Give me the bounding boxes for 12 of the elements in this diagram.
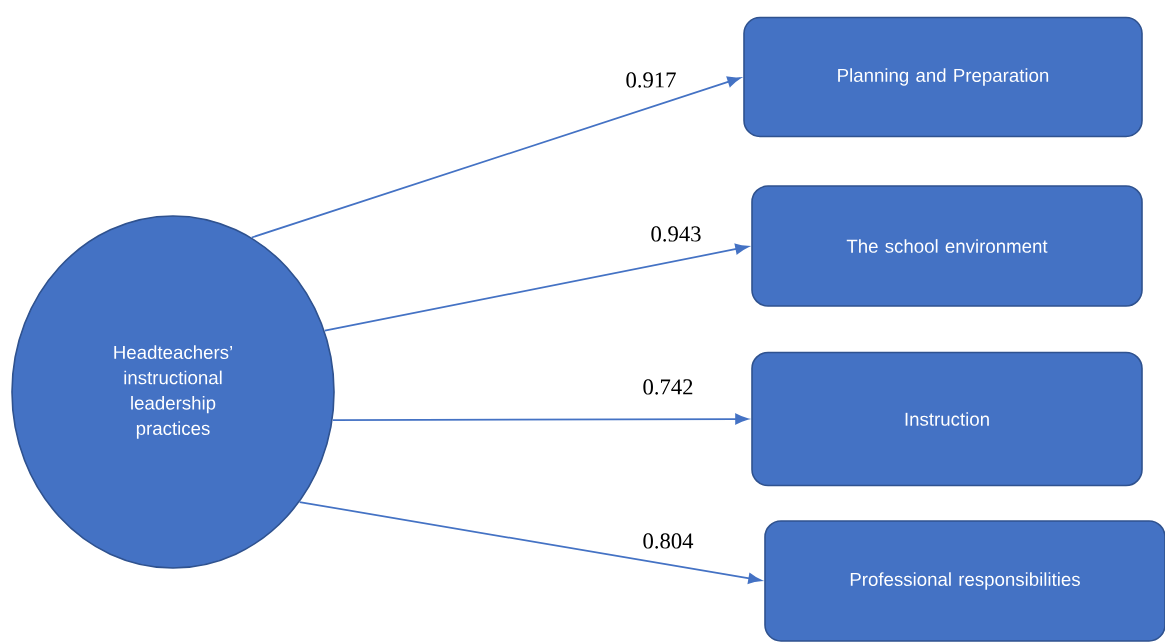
arrow <box>323 243 749 332</box>
indicator-box: Professional responsibilities <box>764 520 1165 642</box>
indicator-box: Planning and Preparation <box>743 16 1143 138</box>
edge-label: 0.943 <box>651 226 701 242</box>
arrow <box>298 501 762 584</box>
indicator-box: The school environment <box>751 185 1143 307</box>
indicator-box: Instruction <box>751 351 1143 487</box>
edge-label: 0.917 <box>626 72 676 88</box>
arrow <box>250 76 741 239</box>
edge-label: 0.804 <box>643 533 694 549</box>
edge-label: 0.742 <box>643 379 693 395</box>
arrow <box>331 413 749 425</box>
